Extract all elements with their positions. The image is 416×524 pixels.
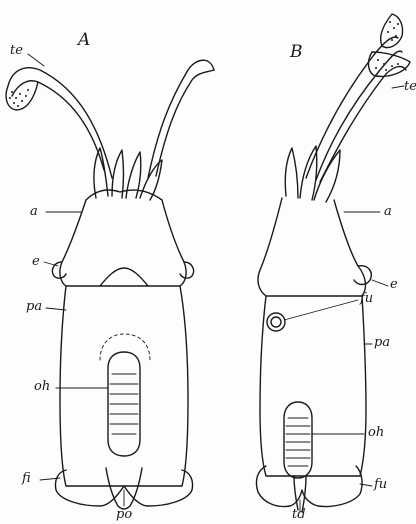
panel-b-leaders <box>284 86 404 512</box>
panel-a-label-oh: oh <box>34 380 50 393</box>
panel-a-label-po: po <box>116 508 132 521</box>
panel-b-oh-striations <box>286 418 310 466</box>
panel-a-arms <box>94 148 162 200</box>
panel-a-label-e: e <box>32 255 40 268</box>
panel-a-left-eye <box>52 262 66 278</box>
panel-b-club-top <box>381 14 403 48</box>
panel-a-label-pa: pa <box>26 300 42 313</box>
panel-b-drawing <box>256 14 410 512</box>
panel-a-left-club-suckers <box>9 89 29 107</box>
panel-a-oh-striations <box>110 374 138 434</box>
panel-a-label-a: a <box>30 205 38 218</box>
panel-b-mantle <box>260 296 366 476</box>
panel-a-left-tentacle-inner <box>12 81 104 170</box>
panel-b-label-pa: pa <box>374 336 390 349</box>
panel-b-oh-organ <box>284 402 312 478</box>
panel-b-label-a: a <box>384 205 392 218</box>
panel-a-right-tentacle <box>148 60 214 178</box>
panel-b-label-oh: oh <box>368 426 384 439</box>
panel-a-right-tentacle-inner <box>156 70 214 176</box>
panel-b-label-fu-top: fu <box>360 292 373 305</box>
panel-a-label-fi: fi <box>22 472 31 485</box>
panel-a-oh-dashes <box>100 334 150 360</box>
panel-b-label-te: te <box>404 80 416 93</box>
panel-a-left-club <box>6 82 38 110</box>
panel-b-funnel-opening <box>267 313 285 331</box>
panel-a-siphon-notch <box>100 268 148 286</box>
panel-a-drawing <box>6 54 214 509</box>
panel-b-arms <box>285 146 340 202</box>
panel-b-funnel-opening-inner <box>271 317 281 327</box>
panel-b-eye <box>354 266 371 285</box>
panel-a-leaders <box>28 54 124 506</box>
panel-a-right-eye <box>180 262 194 278</box>
panel-b-title: B <box>290 44 303 61</box>
panel-b-head <box>258 198 365 296</box>
panel-b-label-td: td <box>292 508 306 521</box>
panel-a-label-te: te <box>10 44 23 57</box>
panel-b-label-e: e <box>390 278 398 291</box>
panel-a-title: A <box>78 32 90 49</box>
panel-a-left-tentacle <box>8 68 112 178</box>
panel-b-label-fu-bottom: fu <box>374 478 387 491</box>
panel-b-tentacle-3 <box>320 67 406 182</box>
panel-b-club-lower <box>369 52 410 76</box>
panel-a-head <box>60 200 186 286</box>
